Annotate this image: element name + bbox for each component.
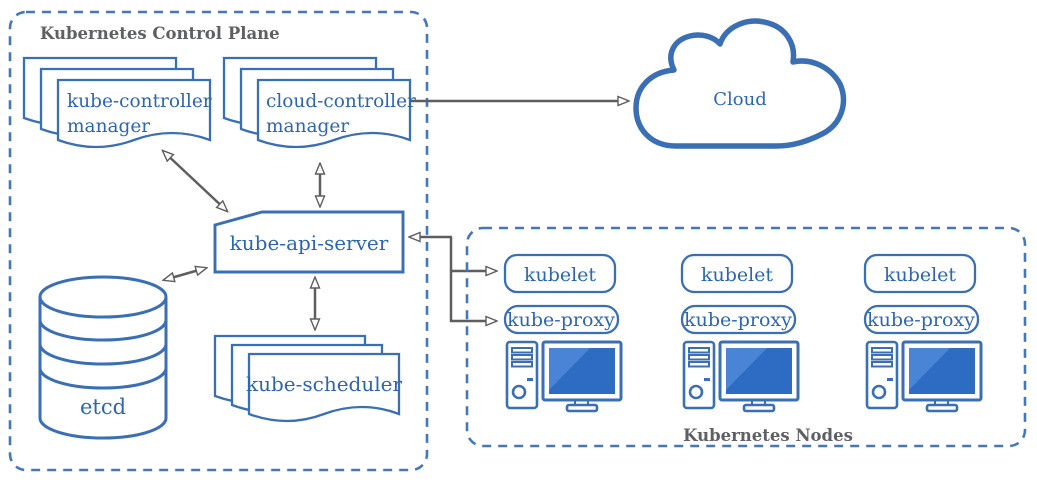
monitor-glare	[909, 348, 950, 390]
kube-proxy-box	[863, 304, 980, 335]
power-button-icon	[511, 384, 527, 400]
arrow-apiserver-kubeproxy	[449, 237, 496, 321]
tower-slot	[511, 361, 533, 368]
tower-slot	[511, 354, 533, 361]
database-ring-icon	[38, 367, 168, 390]
arrow-etcd-apiserver	[164, 268, 206, 280]
kube-controller-manager-label-line2: manager	[67, 116, 150, 137]
tower-dash	[704, 378, 710, 381]
tower-dash	[887, 378, 893, 381]
kube-scheduler-label: kube-scheduler	[246, 372, 402, 396]
api-server-shape	[213, 210, 405, 274]
cloud-icon	[633, 18, 847, 149]
database-ring-icon	[38, 343, 168, 366]
tower-slot	[871, 361, 893, 368]
etcd-label: etcd	[80, 395, 126, 419]
cloud: Cloud	[633, 18, 847, 149]
control-plane-group: Kubernetes Control Plane	[8, 10, 429, 472]
monitor-glare	[726, 348, 767, 390]
kubelet-box	[503, 253, 617, 294]
document-icon	[256, 78, 412, 149]
connectors-group	[163, 101, 628, 329]
monitor-base	[742, 403, 776, 413]
arrow-kcm-apiserver	[163, 151, 227, 211]
kube-scheduler: kube-scheduler	[213, 334, 402, 423]
tower-dash	[527, 378, 533, 381]
cloud-controller-manager: cloud-controller manager	[222, 56, 416, 149]
tower-slot	[688, 361, 710, 368]
cloud-controller-manager-label-line2: manager	[266, 116, 349, 137]
power-button-icon	[688, 384, 704, 400]
power-button-icon	[871, 384, 887, 400]
control-plane-title: Kubernetes Control Plane	[40, 24, 280, 43]
monitor-base	[925, 403, 959, 413]
kubelet-box	[863, 253, 977, 294]
kube-proxy-label: kube-proxy	[684, 309, 792, 331]
kubelet-label: kubelet	[524, 264, 596, 286]
cloud-label: Cloud	[713, 89, 766, 110]
database-icon	[38, 297, 168, 440]
tower-slot	[871, 354, 893, 361]
tower-slot	[688, 354, 710, 361]
tower-slot	[511, 347, 533, 354]
nodes-border	[465, 226, 1027, 448]
computer-icon	[505, 340, 623, 413]
nodes-title: Kubernetes Nodes	[683, 426, 853, 445]
kubelet-label: kubelet	[884, 264, 956, 286]
monitor-glare	[549, 348, 590, 390]
control-plane-border	[8, 10, 429, 472]
kubelet-label: kubelet	[701, 264, 773, 286]
node-3: kubelet kube-proxy	[863, 253, 983, 413]
kube-proxy-box	[503, 304, 620, 335]
kube-api-server-label: kube-api-server	[230, 231, 389, 255]
database-ring-icon	[38, 319, 168, 342]
kubelet-box	[680, 253, 794, 294]
document-icon	[56, 78, 212, 149]
tower-slot	[871, 347, 893, 354]
kube-controller-manager: kube-controller manager	[22, 56, 212, 149]
kube-api-server: kube-api-server	[213, 210, 405, 274]
node-2: kubelet kube-proxy	[680, 253, 800, 413]
kube-controller-manager-label-line1: kube-controller	[67, 91, 212, 112]
document-icon	[247, 352, 401, 423]
computer-icon	[865, 340, 983, 413]
computer-icon	[682, 340, 800, 413]
nodes-group: Kubernetes Nodes kubelet kube-proxy	[465, 226, 1027, 448]
etcd: etcd	[38, 275, 168, 440]
cloud-controller-manager-label-line1: cloud-controller	[266, 91, 416, 112]
monitor-base	[565, 403, 599, 413]
kube-proxy-label: kube-proxy	[867, 309, 975, 331]
database-top-icon	[38, 275, 168, 319]
kube-proxy-label: kube-proxy	[507, 309, 615, 331]
node-1: kubelet kube-proxy	[503, 253, 623, 413]
tower-slot	[688, 347, 710, 354]
kube-proxy-box	[680, 304, 797, 335]
